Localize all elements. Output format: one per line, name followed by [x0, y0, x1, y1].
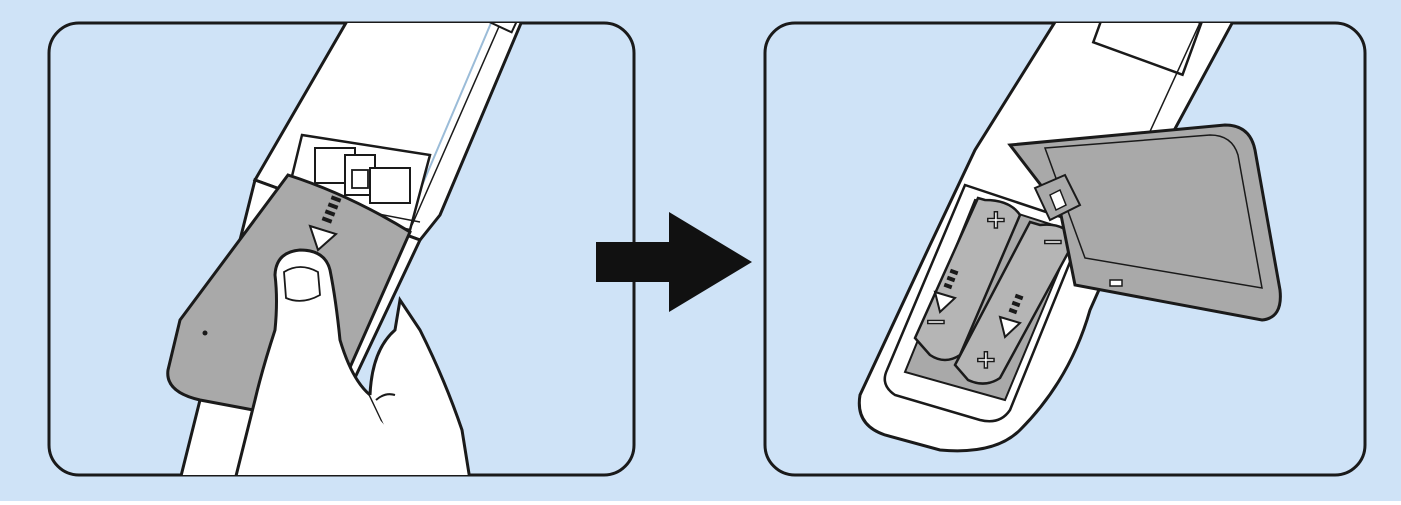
step-two-panel: + − − + — [763, 21, 1367, 477]
thumb-icon — [233, 248, 472, 475]
plus-label-bottom: + — [975, 345, 997, 375]
plus-label-top: + — [985, 205, 1007, 235]
right-arrow-icon — [596, 212, 752, 312]
battery-compartment-icon — [283, 133, 432, 232]
minus-label-left: − — [925, 307, 947, 337]
open-battery-cover-icon — [1007, 123, 1282, 322]
insert-direction-arrow-icon — [933, 268, 1024, 339]
slide-down-arrow-icon — [308, 195, 342, 252]
step-one-panel — [47, 21, 636, 477]
minus-label-top: − — [1042, 227, 1064, 257]
